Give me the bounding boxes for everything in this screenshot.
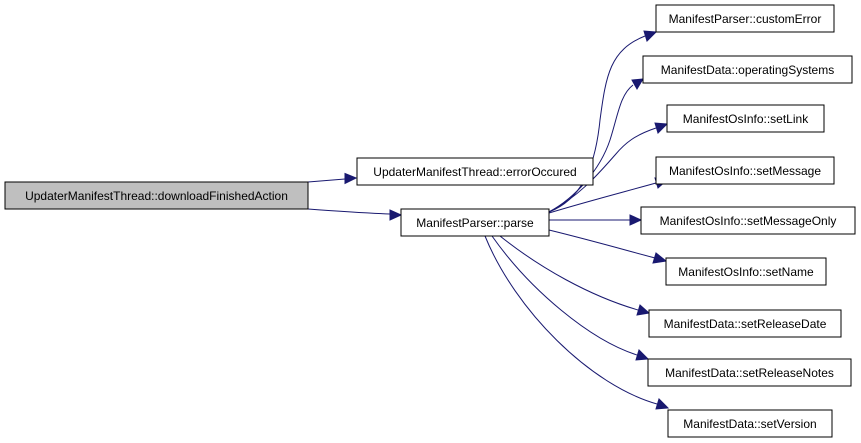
node-label: ManifestParser::customError	[669, 12, 822, 26]
edge-download-to-parse	[307, 208, 403, 221]
node-label: ManifestParser::parse	[416, 216, 534, 230]
edge-parse-to-setreleasedate	[499, 235, 651, 316]
node-setversion[interactable]: ManifestData::setVersion	[667, 409, 833, 438]
node-label: ManifestOsInfo::setLink	[683, 112, 809, 126]
node-setreleasenotes[interactable]: ManifestData::setReleaseNotes	[647, 358, 852, 387]
node-setname[interactable]: ManifestOsInfo::setName	[665, 257, 827, 286]
node-label: ManifestData::operatingSystems	[661, 63, 834, 77]
edge-parse-to-setreleasenotes	[491, 235, 650, 361]
edges-layer	[307, 30, 670, 410]
node-erroroccured[interactable]: UpdaterManifestThread::errorOccured	[356, 157, 594, 186]
node-label: UpdaterManifestThread::errorOccured	[373, 165, 576, 179]
edge-parse-to-setmessageonly	[549, 214, 643, 226]
node-label: ManifestOsInfo::setMessage	[669, 164, 821, 178]
node-downloadfinishedaction[interactable]: UpdaterManifestThread::downloadFinishedA…	[4, 181, 309, 210]
node-label: UpdaterManifestThread::downloadFinishedA…	[25, 189, 288, 203]
edge-download-to-erroroccured	[307, 172, 358, 185]
node-label: ManifestData::setReleaseNotes	[665, 366, 834, 380]
edge-parse-to-setlink	[548, 122, 669, 213]
node-label: ManifestOsInfo::setName	[678, 265, 814, 279]
node-setmessageonly[interactable]: ManifestOsInfo::setMessageOnly	[640, 206, 856, 235]
edge-parse-to-setversion	[484, 235, 670, 410]
edge-parse-to-operatingsystems	[548, 78, 644, 213]
node-customerror[interactable]: ManifestParser::customError	[655, 4, 835, 33]
node-label: ManifestData::setVersion	[683, 417, 816, 431]
node-setlink[interactable]: ManifestOsInfo::setLink	[666, 104, 825, 133]
node-label: ManifestOsInfo::setMessageOnly	[660, 214, 837, 228]
node-label: ManifestData::setReleaseDate	[664, 317, 827, 331]
edge-parse-to-customerror	[548, 30, 658, 213]
node-operatingsystems[interactable]: ManifestData::operatingSystems	[642, 55, 853, 84]
node-setmessage[interactable]: ManifestOsInfo::setMessage	[655, 156, 835, 185]
node-setreleasedate[interactable]: ManifestData::setReleaseDate	[648, 309, 842, 338]
node-parse[interactable]: ManifestParser::parse	[400, 208, 550, 237]
edge-parse-to-setname	[548, 229, 668, 264]
nodes-layer: UpdaterManifestThread::downloadFinishedA…	[4, 4, 856, 438]
